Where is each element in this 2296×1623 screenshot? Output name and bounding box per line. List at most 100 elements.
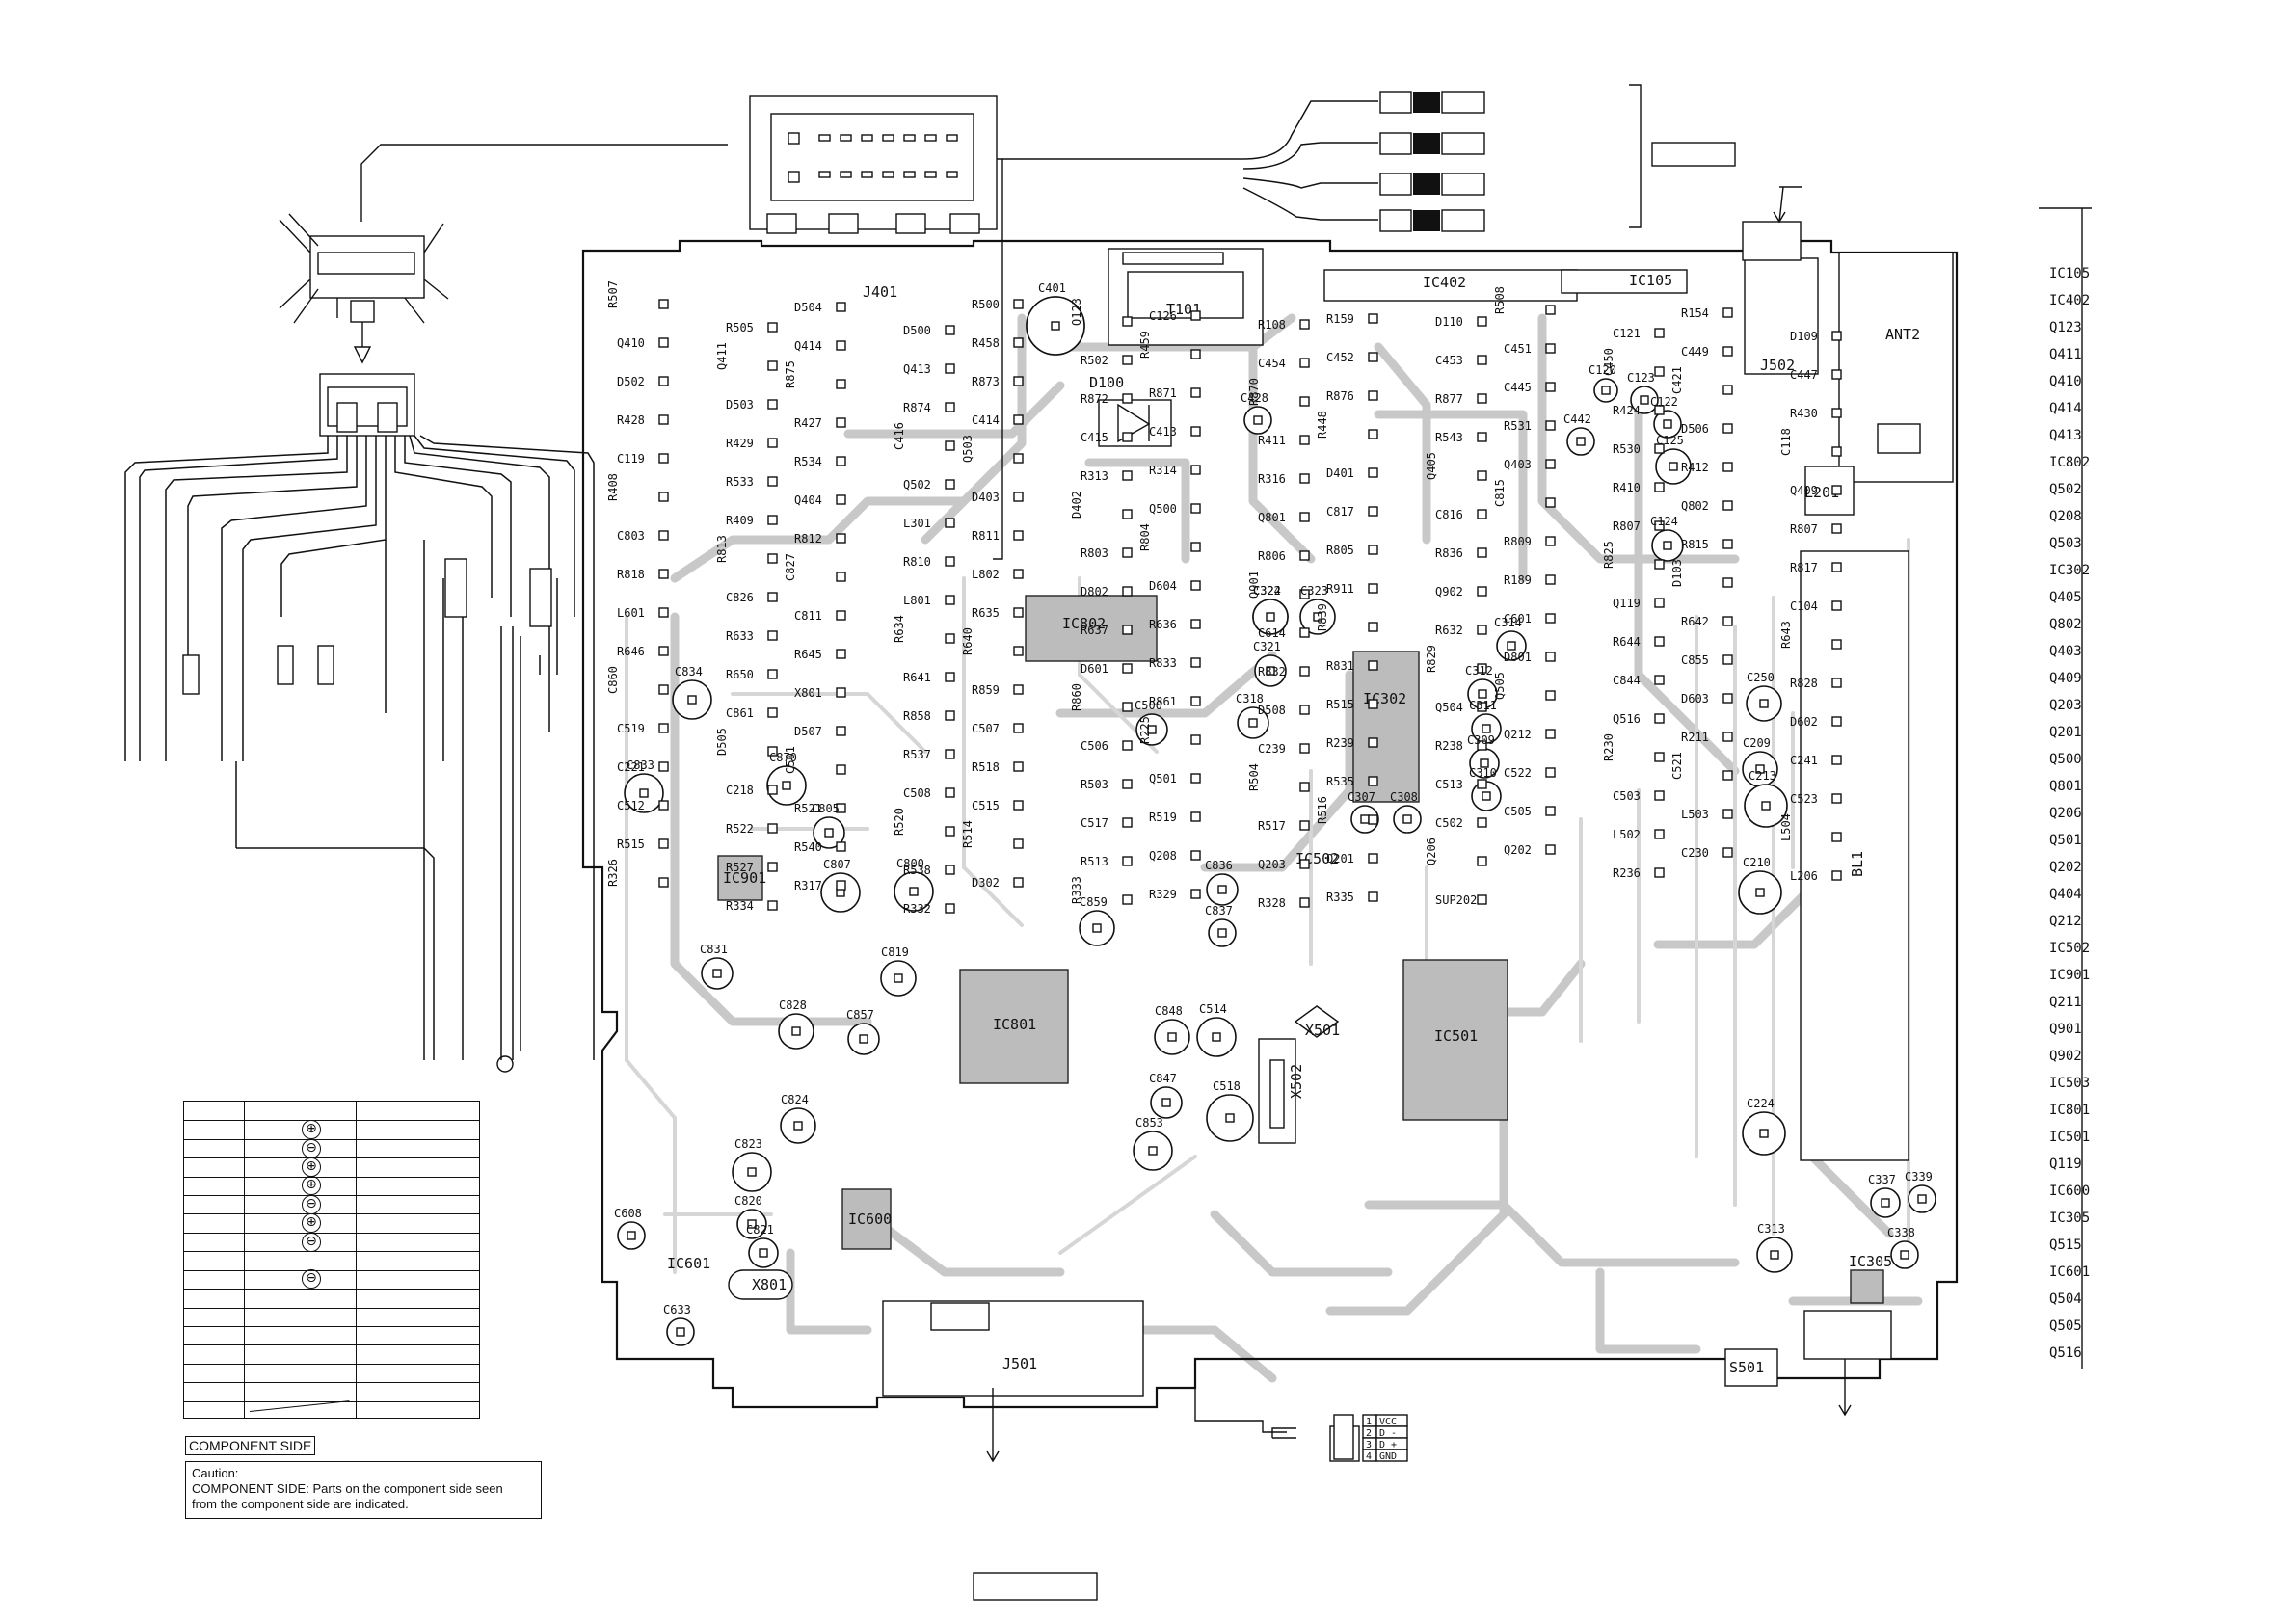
- ref-pad: [767, 553, 778, 564]
- ref-c861: C861: [726, 706, 754, 720]
- ref-c844: C844: [1613, 674, 1641, 687]
- ref-d506: D506: [1681, 422, 1709, 436]
- ref-c218: C218: [726, 784, 754, 797]
- ref-d508: D508: [1258, 704, 1286, 717]
- ref-c860: C860: [606, 666, 620, 694]
- ref-c515: C515: [972, 799, 1000, 812]
- legend-symbol: ⊖: [302, 1232, 321, 1252]
- index-q515: Q515: [2049, 1237, 2082, 1253]
- ref-r643: R643: [1779, 621, 1793, 649]
- ref-pad: [1654, 829, 1665, 839]
- ref-pad: [658, 877, 669, 888]
- index-q203: Q203: [2049, 698, 2082, 713]
- cap-label: C824: [781, 1093, 809, 1106]
- ref-pad: [1545, 459, 1556, 469]
- ref-c512: C512: [617, 799, 645, 812]
- ref-r430: R430: [1790, 407, 1818, 420]
- cap-pad: [1147, 725, 1157, 734]
- legend-row-line: [184, 1251, 479, 1253]
- index-ic901: IC901: [2049, 968, 2090, 983]
- ref-r513: R513: [1081, 855, 1108, 868]
- ref-q802: Q802: [1681, 499, 1709, 513]
- ref-pad: [1013, 684, 1024, 695]
- ref-pad: [945, 787, 955, 798]
- ref-r543: R543: [1435, 431, 1463, 444]
- ref-pad: [1368, 545, 1378, 555]
- ref-pad: [1368, 429, 1378, 439]
- ref-pad: [836, 687, 846, 698]
- ref-pad: [1190, 349, 1201, 359]
- label-d100: D100: [1089, 374, 1124, 391]
- ref-r537: R537: [903, 748, 931, 761]
- ref-r640: R640: [961, 627, 974, 655]
- ref-r515: R515: [1326, 698, 1354, 711]
- legend-symbol: ⊕: [302, 1176, 321, 1196]
- cap-pad: [1770, 1250, 1779, 1260]
- ref-c414: C414: [972, 413, 1000, 427]
- cap-pad: [1217, 928, 1227, 938]
- cap-label: C500: [1135, 699, 1162, 712]
- ref-r500: R500: [972, 298, 1000, 311]
- ref-pad: [1122, 355, 1133, 365]
- ref-pad: [945, 633, 955, 644]
- ref-x801: X801: [794, 686, 822, 700]
- ref-c241: C241: [1790, 754, 1818, 767]
- ref-pad: [1722, 539, 1733, 549]
- cap-pad: [747, 1167, 757, 1177]
- cap-label: C514: [1199, 1002, 1227, 1016]
- component-side-title: COMPONENT SIDE: [185, 1436, 316, 1455]
- ref-pad: [658, 761, 669, 772]
- ref-r645: R645: [794, 648, 822, 661]
- ref-pad: [658, 414, 669, 425]
- cap-pad: [1601, 386, 1611, 395]
- pin-num: 4: [1366, 1451, 1372, 1462]
- ref-pad: [767, 785, 778, 795]
- ref-pad: [1722, 307, 1733, 318]
- ref-d507: D507: [794, 725, 822, 738]
- index-ic801: IC801: [2049, 1103, 2090, 1118]
- rca-plug-4: [1379, 209, 1485, 232]
- index-q503: Q503: [2049, 536, 2082, 551]
- ref-pad: [1013, 414, 1024, 425]
- cap-pad: [1161, 1098, 1171, 1107]
- j401-connector: [360, 95, 1003, 560]
- pin-name: D -: [1379, 1428, 1397, 1439]
- ref-r520: R520: [893, 808, 906, 836]
- ref-r807: R807: [1613, 519, 1641, 533]
- ref-pad: [767, 592, 778, 602]
- index-q206: Q206: [2049, 806, 2082, 821]
- ref-pad: [1299, 627, 1310, 638]
- cap-pad: [1225, 1113, 1235, 1123]
- ic-labels: J401 T101 IC402 IC105 J502 ANT2 IC802 IC…: [667, 272, 1920, 1376]
- ref-pad: [1654, 366, 1665, 377]
- cap-label: C324: [1253, 584, 1281, 598]
- ref-pad: [1122, 740, 1133, 751]
- ref-r540: R540: [794, 840, 822, 854]
- ref-r644: R644: [1613, 635, 1641, 649]
- cap-label: C847: [1149, 1072, 1177, 1085]
- ref-pad: [767, 399, 778, 410]
- ref-r225: R225: [1138, 716, 1152, 744]
- ref-q504: Q504: [1435, 701, 1463, 714]
- index-q201: Q201: [2049, 725, 2082, 740]
- ref-pad: [1368, 390, 1378, 401]
- ref-pad: [836, 803, 846, 813]
- pin-name: VCC: [1379, 1417, 1397, 1427]
- cap-pad: [1640, 395, 1649, 405]
- ref-pad: [1545, 690, 1556, 701]
- ref-pad: [658, 299, 669, 309]
- cap-label: C401: [1038, 281, 1066, 295]
- ref-c445: C445: [1504, 381, 1532, 394]
- ref-c517: C517: [1081, 816, 1108, 830]
- ref-pad: [1122, 663, 1133, 674]
- ref-pad: [945, 595, 955, 605]
- index-q501: Q501: [2049, 833, 2082, 848]
- legend-row-line: [184, 1232, 479, 1234]
- ref-r836: R836: [1435, 546, 1463, 560]
- legend-row-line: [184, 1176, 479, 1178]
- label-ant2: ANT2: [1885, 326, 1920, 343]
- ref-pad: [1831, 832, 1842, 842]
- ref-r876: R876: [1326, 389, 1354, 403]
- cap-label: C312: [1465, 664, 1493, 678]
